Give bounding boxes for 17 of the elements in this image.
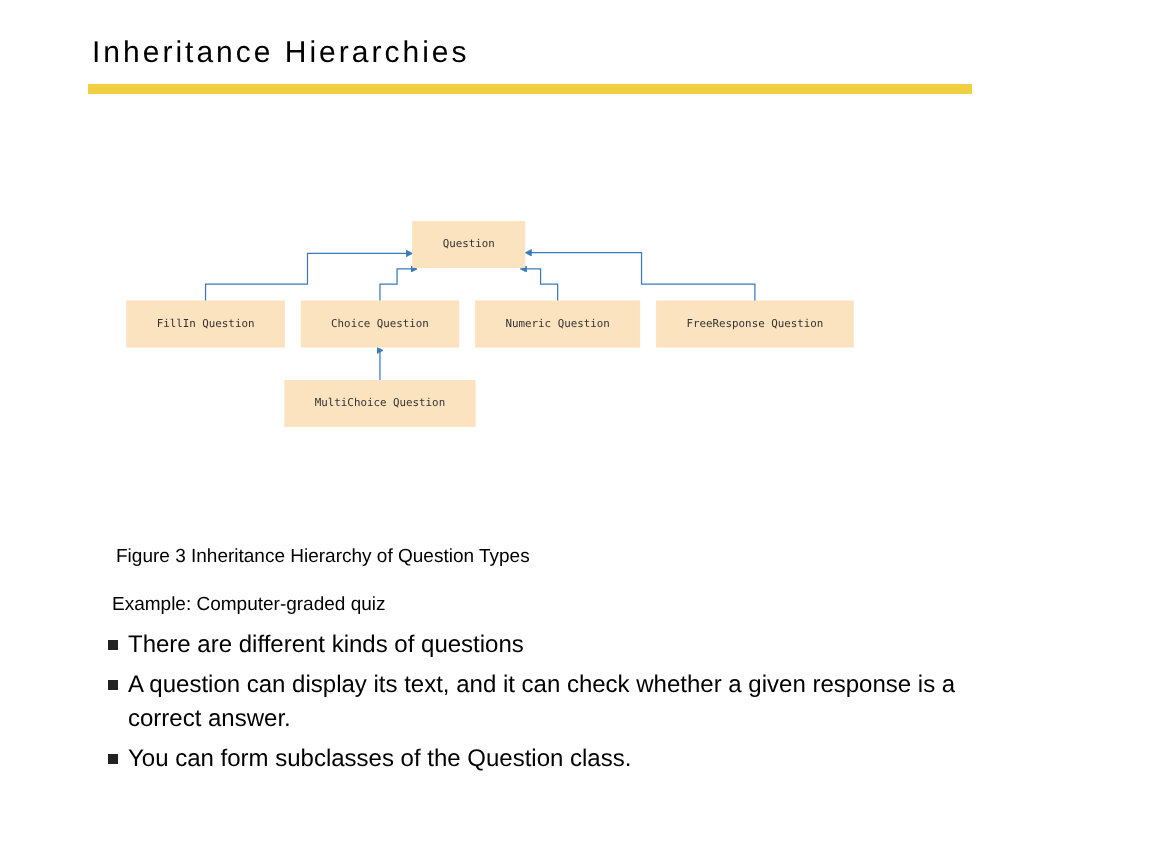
example-note: Example: Computer-graded quiz (112, 594, 386, 616)
arrow (376, 346, 384, 382)
caption: Figure 3 Inheritance Hierarchy of Question Types (116, 546, 530, 568)
arrow (524, 249, 756, 302)
node-box (300, 300, 460, 348)
bullet-text: There are different kinds of questions (128, 630, 524, 658)
node-box (412, 220, 526, 268)
arrow (379, 265, 418, 302)
arrow (204, 249, 414, 302)
bullet-text: You can form subclasses of the Question class. (128, 744, 632, 772)
node-box (284, 380, 476, 428)
node-box (126, 300, 285, 348)
node-box (656, 300, 854, 348)
arrow (519, 265, 559, 302)
title: Inheritance Hierarchies (92, 36, 470, 70)
bullet-text: A question can display its text, and it can check whether a given response is a correct answer. (128, 670, 956, 732)
node-box (475, 300, 641, 348)
